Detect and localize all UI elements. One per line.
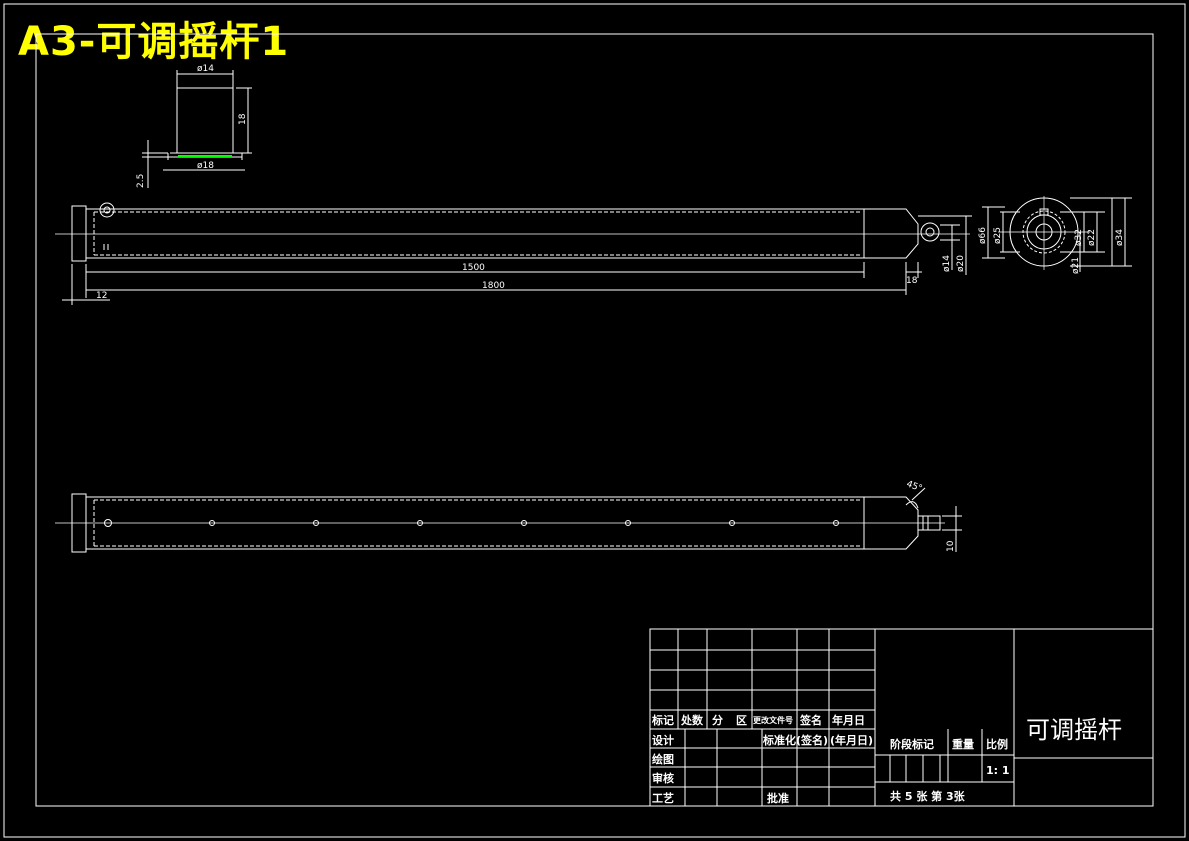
front-dim-1800: 1800 xyxy=(482,281,505,291)
detail-dim-step: 2.5 xyxy=(136,174,146,188)
front-dim-12: 12 xyxy=(96,291,107,301)
tb-hdr-count: 处数 xyxy=(680,713,704,727)
front-dim-18: 18 xyxy=(906,276,918,286)
end-dim-d66: ø66 xyxy=(978,227,988,244)
tb-date-hdr: (年月日) xyxy=(830,733,873,747)
tb-weight: 重量 xyxy=(952,737,974,751)
end-dim-d32: ø32 xyxy=(1074,229,1084,246)
tb-hdr-fen: 分 xyxy=(712,713,723,727)
end-dim-d25: ø25 xyxy=(993,227,1003,244)
front-dim-d14: ø14 xyxy=(942,255,952,272)
inner-border xyxy=(35,33,1154,807)
tb-check: 审核 xyxy=(652,771,674,785)
bottom-dim-angle: 45° xyxy=(905,479,923,494)
outer-border xyxy=(3,3,1186,838)
tb-part-name: 可调摇杆 xyxy=(1026,716,1122,744)
tb-approve: 批准 xyxy=(767,791,789,805)
bottom-view xyxy=(55,487,962,553)
sheet-title: A3-可调摇杆1 xyxy=(18,19,290,65)
detail-dim-d18: ø18 xyxy=(197,161,214,171)
tb-hdr-date: 年月日 xyxy=(832,713,865,727)
tb-design: 设计 xyxy=(652,733,674,747)
end-dim-d22: ø22 xyxy=(1087,229,1097,246)
title-block xyxy=(649,628,1154,807)
front-dim-d20: ø20 xyxy=(956,255,966,272)
end-dim-d21: ø21 xyxy=(1071,257,1081,274)
detail-dim-d14: ø14 xyxy=(197,64,214,74)
tb-sheets: 共 5 张 第 3张 xyxy=(890,789,966,803)
tb-process: 工艺 xyxy=(652,791,674,805)
detail-dim-height: 18 xyxy=(238,113,248,125)
tb-standard: 标准化(签名) xyxy=(762,733,828,747)
tb-hdr-mark: 标记 xyxy=(651,713,674,727)
tb-stage-mark: 阶段标记 xyxy=(890,737,934,751)
tb-hdr-sign: 签名 xyxy=(799,713,822,727)
tb-scale-value: 1: 1 xyxy=(986,764,1010,777)
end-view xyxy=(982,196,1132,272)
end-dim-d34: ø34 xyxy=(1115,229,1125,246)
front-view xyxy=(55,202,972,305)
front-dim-1500: 1500 xyxy=(462,263,485,273)
tb-hdr-qu: 区 xyxy=(736,714,747,727)
bottom-dim-10: 10 xyxy=(946,540,956,552)
tb-drawn: 绘图 xyxy=(652,752,674,766)
tb-hdr-change-doc: 更改文件号 xyxy=(753,715,793,725)
tb-scale: 比例 xyxy=(986,737,1008,751)
